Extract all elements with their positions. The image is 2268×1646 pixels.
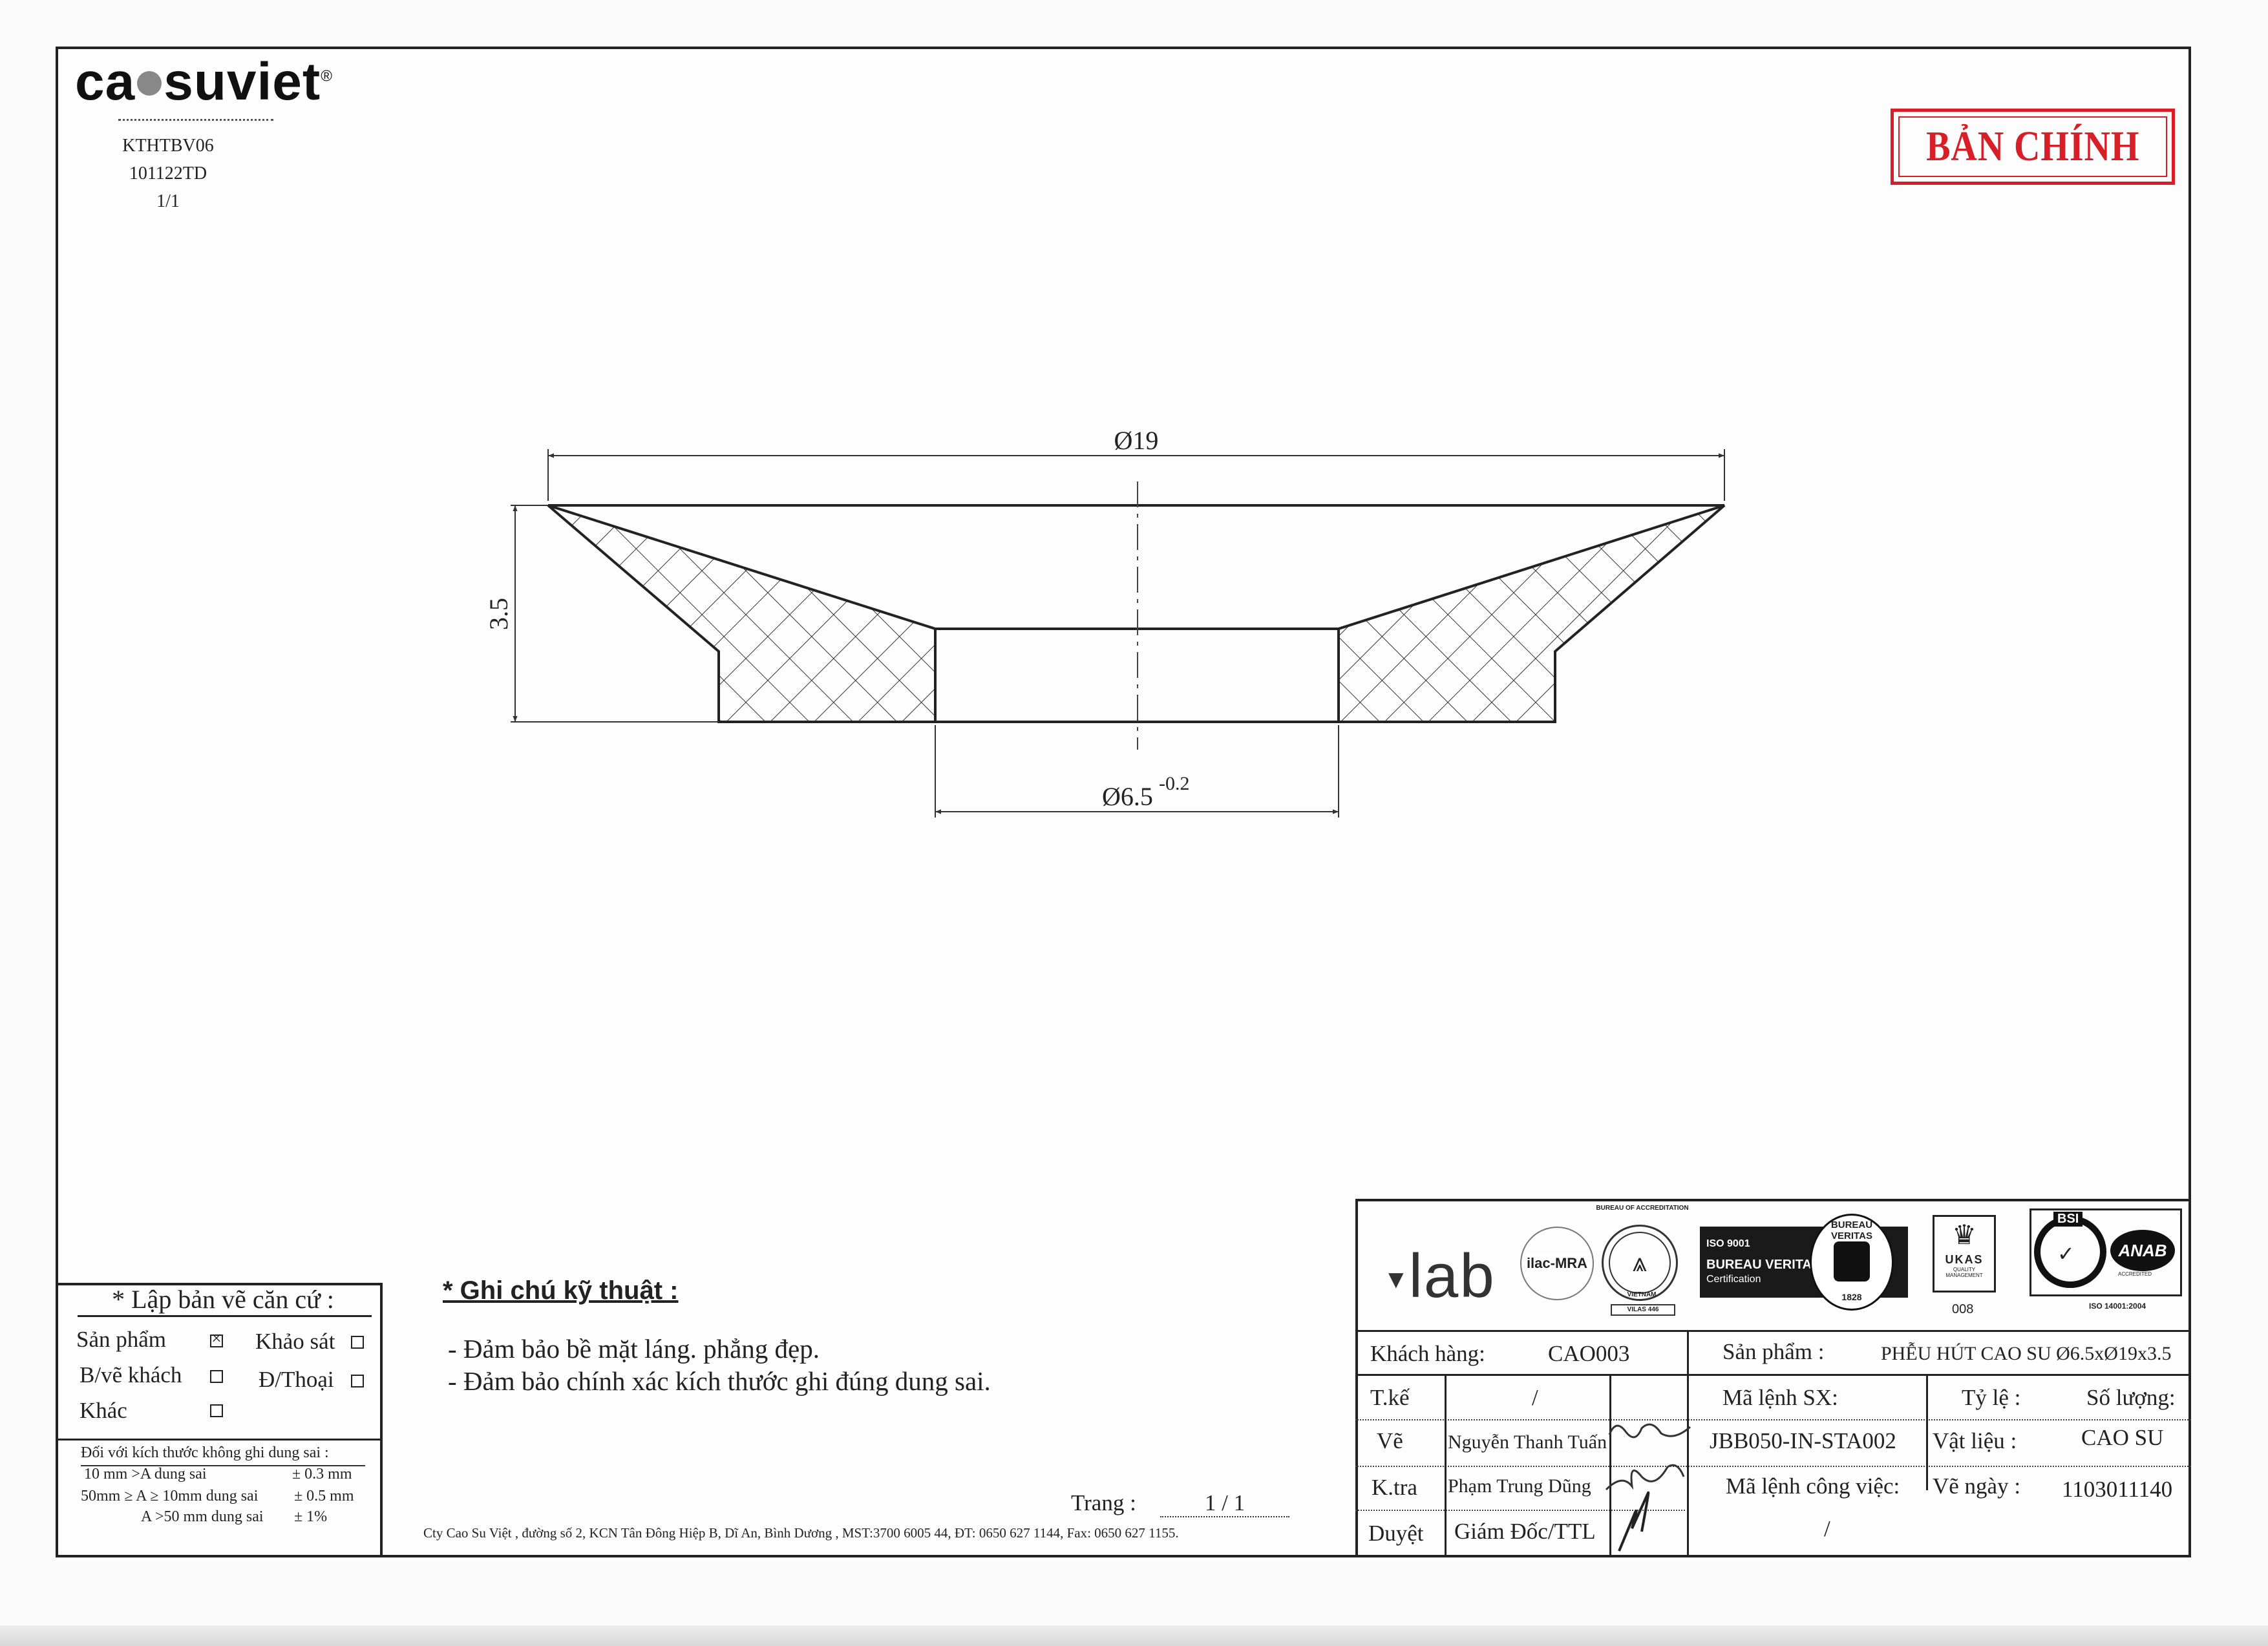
doc-sheet: 1/1 [156,191,180,211]
vlab-logo: ▼lab [1383,1241,1496,1311]
boa-seal-logo: ⩓ BUREAU OF ACCREDITATION VIETNAM [1596,1205,1689,1301]
note-item: - Đảm bảo chính xác kích thước ghi đúng … [448,1366,991,1396]
drawn-by-signature [1608,1423,1691,1439]
customer-label: Khách hàng: [1370,1341,1485,1366]
inner-diameter-label: Ø6.5 [1102,782,1153,811]
approved-by-signature [1618,1491,1650,1552]
logo-underline [118,119,273,121]
tb-row-line [1355,1419,2191,1420]
ukas-number: 008 [1952,1302,1974,1316]
basis-title-underline [78,1315,372,1317]
material-value: CAO SU [2081,1425,2164,1450]
basis-option-label: Sản phẩm [76,1327,167,1352]
original-copy-stamp: BẢN CHÍNH [1891,109,2175,185]
checked-by-value: Phạm Trung Dũng [1448,1475,1591,1497]
product-label: Sản phẩm : [1722,1339,1825,1364]
tb-col-line [1687,1330,1689,1557]
tolerance-value: ± 0.3 mm [292,1466,352,1482]
company-address-footer: Cty Cao Su Việt , đường số 2, KCN Tân Đô… [423,1525,1179,1541]
outer-diameter-label: Ø19 [1114,426,1159,455]
tolerance-title: Đối với kích thước không ghi dung sai : [81,1444,329,1461]
tolerance-underline [81,1465,365,1466]
tb-col-line [1926,1374,1928,1490]
basis-option-label: B/vẽ khách [79,1362,182,1387]
approved-by-value: Giám Đốc/TTL [1454,1519,1596,1544]
scale-label: Tỷ lệ : [1962,1385,2021,1410]
tb-row-line [1355,1374,2191,1376]
material-label: Vật liệu : [1933,1428,2017,1453]
boa-emblem-icon: ⩓ [1632,1248,1648,1277]
basis-product-checkbox[interactable] [210,1330,223,1348]
vilas-label: VILAS 446 [1611,1304,1675,1316]
iso14001-label: ISO 14001:2004 [2089,1302,2146,1311]
tb-row-line [1355,1466,2191,1467]
basis-option-label: Đ/Thoại [259,1367,334,1392]
drawn-by-label: Vẽ [1377,1428,1403,1453]
production-order-label: Mã lệnh SX: [1722,1385,1838,1410]
job-order-value: / [1824,1516,1830,1541]
ilac-logo: ilac-MRA [1520,1227,1594,1300]
tolerance-range: 50mm ≥ A ≥ 10mm dung sai [81,1488,259,1504]
crown-check-icon: ♛ [1952,1219,1977,1250]
designer-label: T.kế [1370,1385,1410,1410]
approved-by-label: Duyệt [1368,1521,1424,1546]
tb-col-line [1609,1374,1611,1557]
scan-edge-strip [0,1625,2268,1646]
drawing-basis-box [56,1283,383,1557]
note-item: - Đảm bảo bề mặt láng. phẳng đẹp. [448,1334,820,1364]
production-order-value: JBB050-IN-STA002 [1710,1428,1896,1453]
checked-by-label: K.tra [1372,1475,1417,1500]
basis-option-label: Khác [79,1398,127,1423]
tolerance-value: ± 0.5 mm [294,1488,354,1504]
drawing-date-value: 1103011140 [2062,1477,2173,1502]
vlab-triangle-icon: ▼ [1383,1265,1409,1294]
doc-code: KTHTBV06 [122,136,214,156]
logo-dot-icon [137,71,162,96]
signatures [1605,1423,1691,1552]
bureau-veritas-seal: BUREAU VERITAS 1828 [1810,1214,1894,1311]
tolerance-value: ± 1% [294,1508,328,1525]
basis-title: * Lập bản vẽ căn cứ : [112,1285,334,1314]
section-left [547,504,937,723]
page-number: 1 / 1 [1160,1490,1289,1517]
quantity-label: Số lượng: [2086,1385,2176,1410]
bv-figure-icon [1834,1241,1870,1282]
ukas-logo: ♛ UKAS QUALITY MANAGEMENT [1933,1215,1996,1293]
tolerance-range: A >50 mm dung sai [141,1508,264,1525]
bsi-check-icon: ✓ [2057,1242,2075,1265]
job-order-label: Mã lệnh công việc: [1726,1473,1900,1499]
basis-customer-drawing-checkbox[interactable] [210,1370,223,1383]
bureau-veritas-logo: ISO 9001 BUREAU VERITAS Certification [1700,1227,1908,1298]
inner-tolerance-label: -0.2 [1159,773,1190,794]
title-block [1355,1199,2191,1557]
tb-row-line [1355,1330,2191,1332]
doc-revision: 101122TD [129,164,207,184]
tb-row-line [1355,1510,1685,1511]
page-label: Trang : [1071,1490,1136,1515]
basis-other-checkbox[interactable] [210,1404,223,1417]
checked-by-signature [1605,1464,1685,1491]
height-label: 3.5 [484,598,513,630]
notes-title: * Ghi chú kỹ thuật : [443,1276,679,1305]
designer-value: / [1532,1385,1538,1410]
drawing-date-label: Vẽ ngày : [1933,1473,2021,1499]
tb-col-line [1445,1374,1447,1557]
section-right [1337,504,1726,723]
basis-phone-checkbox[interactable] [351,1375,364,1387]
tolerance-divider [57,1439,381,1440]
tolerance-range: 10 mm >A dung sai [84,1466,207,1482]
basis-option-label: Khảo sát [255,1329,335,1354]
basis-survey-checkbox[interactable] [351,1336,364,1349]
bsi-anab-logo: BSI ✓ ANAB ACCREDITED [2030,1208,2182,1296]
customer-value: CAO003 [1548,1341,1630,1366]
product-value: PHỄU HÚT CAO SU Ø6.5xØ19x3.5 [1881,1343,2172,1364]
drawn-by-value: Nguyễn Thanh Tuấn [1448,1431,1607,1453]
